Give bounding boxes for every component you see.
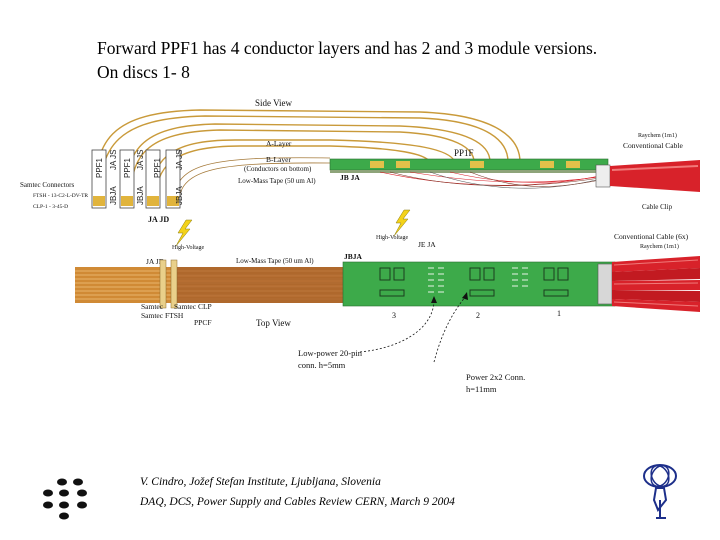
- slide-footer: V. Cindro, Jožef Stefan Institute, Ljubl…: [140, 472, 455, 512]
- pp1f-label: PP1F: [454, 148, 474, 158]
- a-layer-label: A-Layer: [266, 139, 292, 148]
- top-samtec-ftsh-label-1: Samtec: [141, 302, 164, 311]
- connector-label: JA JS: [136, 150, 145, 170]
- ppcf-label: PPCF: [194, 318, 212, 327]
- connector-label: JA JS: [175, 150, 184, 170]
- b-layer-label: B-Layer: [266, 155, 291, 164]
- top-view-heading: Top View: [256, 318, 291, 328]
- arrow-head: [462, 292, 468, 300]
- low-power-conn-label-2: conn. h=5mm: [298, 360, 346, 370]
- b-layer-note: (Conductors on bottom): [244, 165, 312, 173]
- side-red-cable: [595, 160, 700, 192]
- high-voltage-bolt-right: [393, 209, 411, 237]
- slide-title: Forward PPF1 has 4 conductor layers and …: [97, 36, 597, 84]
- top-red-cables: [612, 256, 700, 312]
- connector-vertical-labels: PPF1 JBJA JA JS PPF1 JBJA JA JS PPF1 JBJ…: [95, 150, 184, 205]
- top-raychem-label: Raychem (1m1): [640, 243, 679, 250]
- high-voltage-bolt-left: [175, 219, 193, 247]
- low-power-conn-label: Low-power 20-pin: [298, 348, 363, 358]
- top-jbja-label: JBJA: [344, 252, 363, 261]
- footer-line-2: DAQ, DCS, Power Supply and Cables Review…: [140, 496, 455, 508]
- connector-label: PPF1: [153, 157, 162, 178]
- connector-label: JA JS: [109, 150, 118, 170]
- top-view-board: [342, 261, 616, 307]
- institute-logo: [643, 464, 677, 519]
- top-low-mass-tape-label: Low-Mass Tape (50 um Al): [236, 257, 314, 265]
- module-number: 2: [476, 311, 480, 320]
- side-jbja-label: JB JA: [340, 173, 360, 182]
- cable-clip-label: Cable Clip: [642, 203, 673, 211]
- connector-label: JBJA: [109, 186, 118, 205]
- side-low-mass-tape-label: Low-Mass Tape (50 um Al): [238, 177, 316, 185]
- connector-label: PPF1: [123, 157, 132, 178]
- connector-label: JBJA: [136, 186, 145, 205]
- samtec-clp-part: CLP-1 - 3-45-D: [33, 204, 68, 210]
- title-line-1: Forward PPF1 has 4 conductor layers and …: [97, 38, 598, 58]
- side-view-board: [329, 158, 609, 173]
- power-conn-label-2: h=11mm: [466, 384, 497, 394]
- side-view-wiring: [379, 171, 601, 189]
- callout-arrows: [359, 295, 467, 363]
- side-view-heading: Side View: [255, 98, 293, 108]
- samtec-connectors-label: Samtec Connectors: [20, 181, 75, 189]
- top-samtec-ftsh-label: Samtec FTSH: [141, 311, 184, 320]
- dots-logo: [43, 478, 87, 520]
- side-raychem-label: Raychem (1m1): [638, 132, 677, 139]
- connector-label: JBJA: [175, 186, 184, 205]
- side-ja-jd-label: JA JD: [148, 215, 169, 224]
- footer-line-1: V. Cindro, Jožef Stefan Institute, Ljubl…: [140, 476, 381, 488]
- module-number: 3: [392, 311, 396, 320]
- high-voltage-right-label: High-Voltage: [376, 235, 409, 241]
- top-conventional-cable-label: Conventional Cable (6x): [614, 232, 689, 241]
- arrow-head: [431, 296, 437, 303]
- top-samtec-clp-label: Samtec CLP: [174, 302, 212, 311]
- module-number: 1: [557, 309, 561, 318]
- high-voltage-left-label: High-Voltage: [172, 245, 205, 251]
- low-mass-tape-top: [75, 259, 345, 309]
- je-ja-label: JE JA: [418, 240, 436, 249]
- samtec-ftsh-part: FTSH - 13-C2-L-DV-TR: [33, 193, 88, 199]
- side-view-connectors: [91, 149, 181, 209]
- side-conventional-cable-label: Conventional Cable: [623, 141, 683, 150]
- title-line-2: On discs 1- 8: [97, 62, 190, 82]
- power-conn-label: Power 2x2 Conn.: [466, 372, 525, 382]
- connector-label: PPF1: [95, 157, 104, 178]
- top-ja-jd-label: JA JD: [146, 257, 165, 266]
